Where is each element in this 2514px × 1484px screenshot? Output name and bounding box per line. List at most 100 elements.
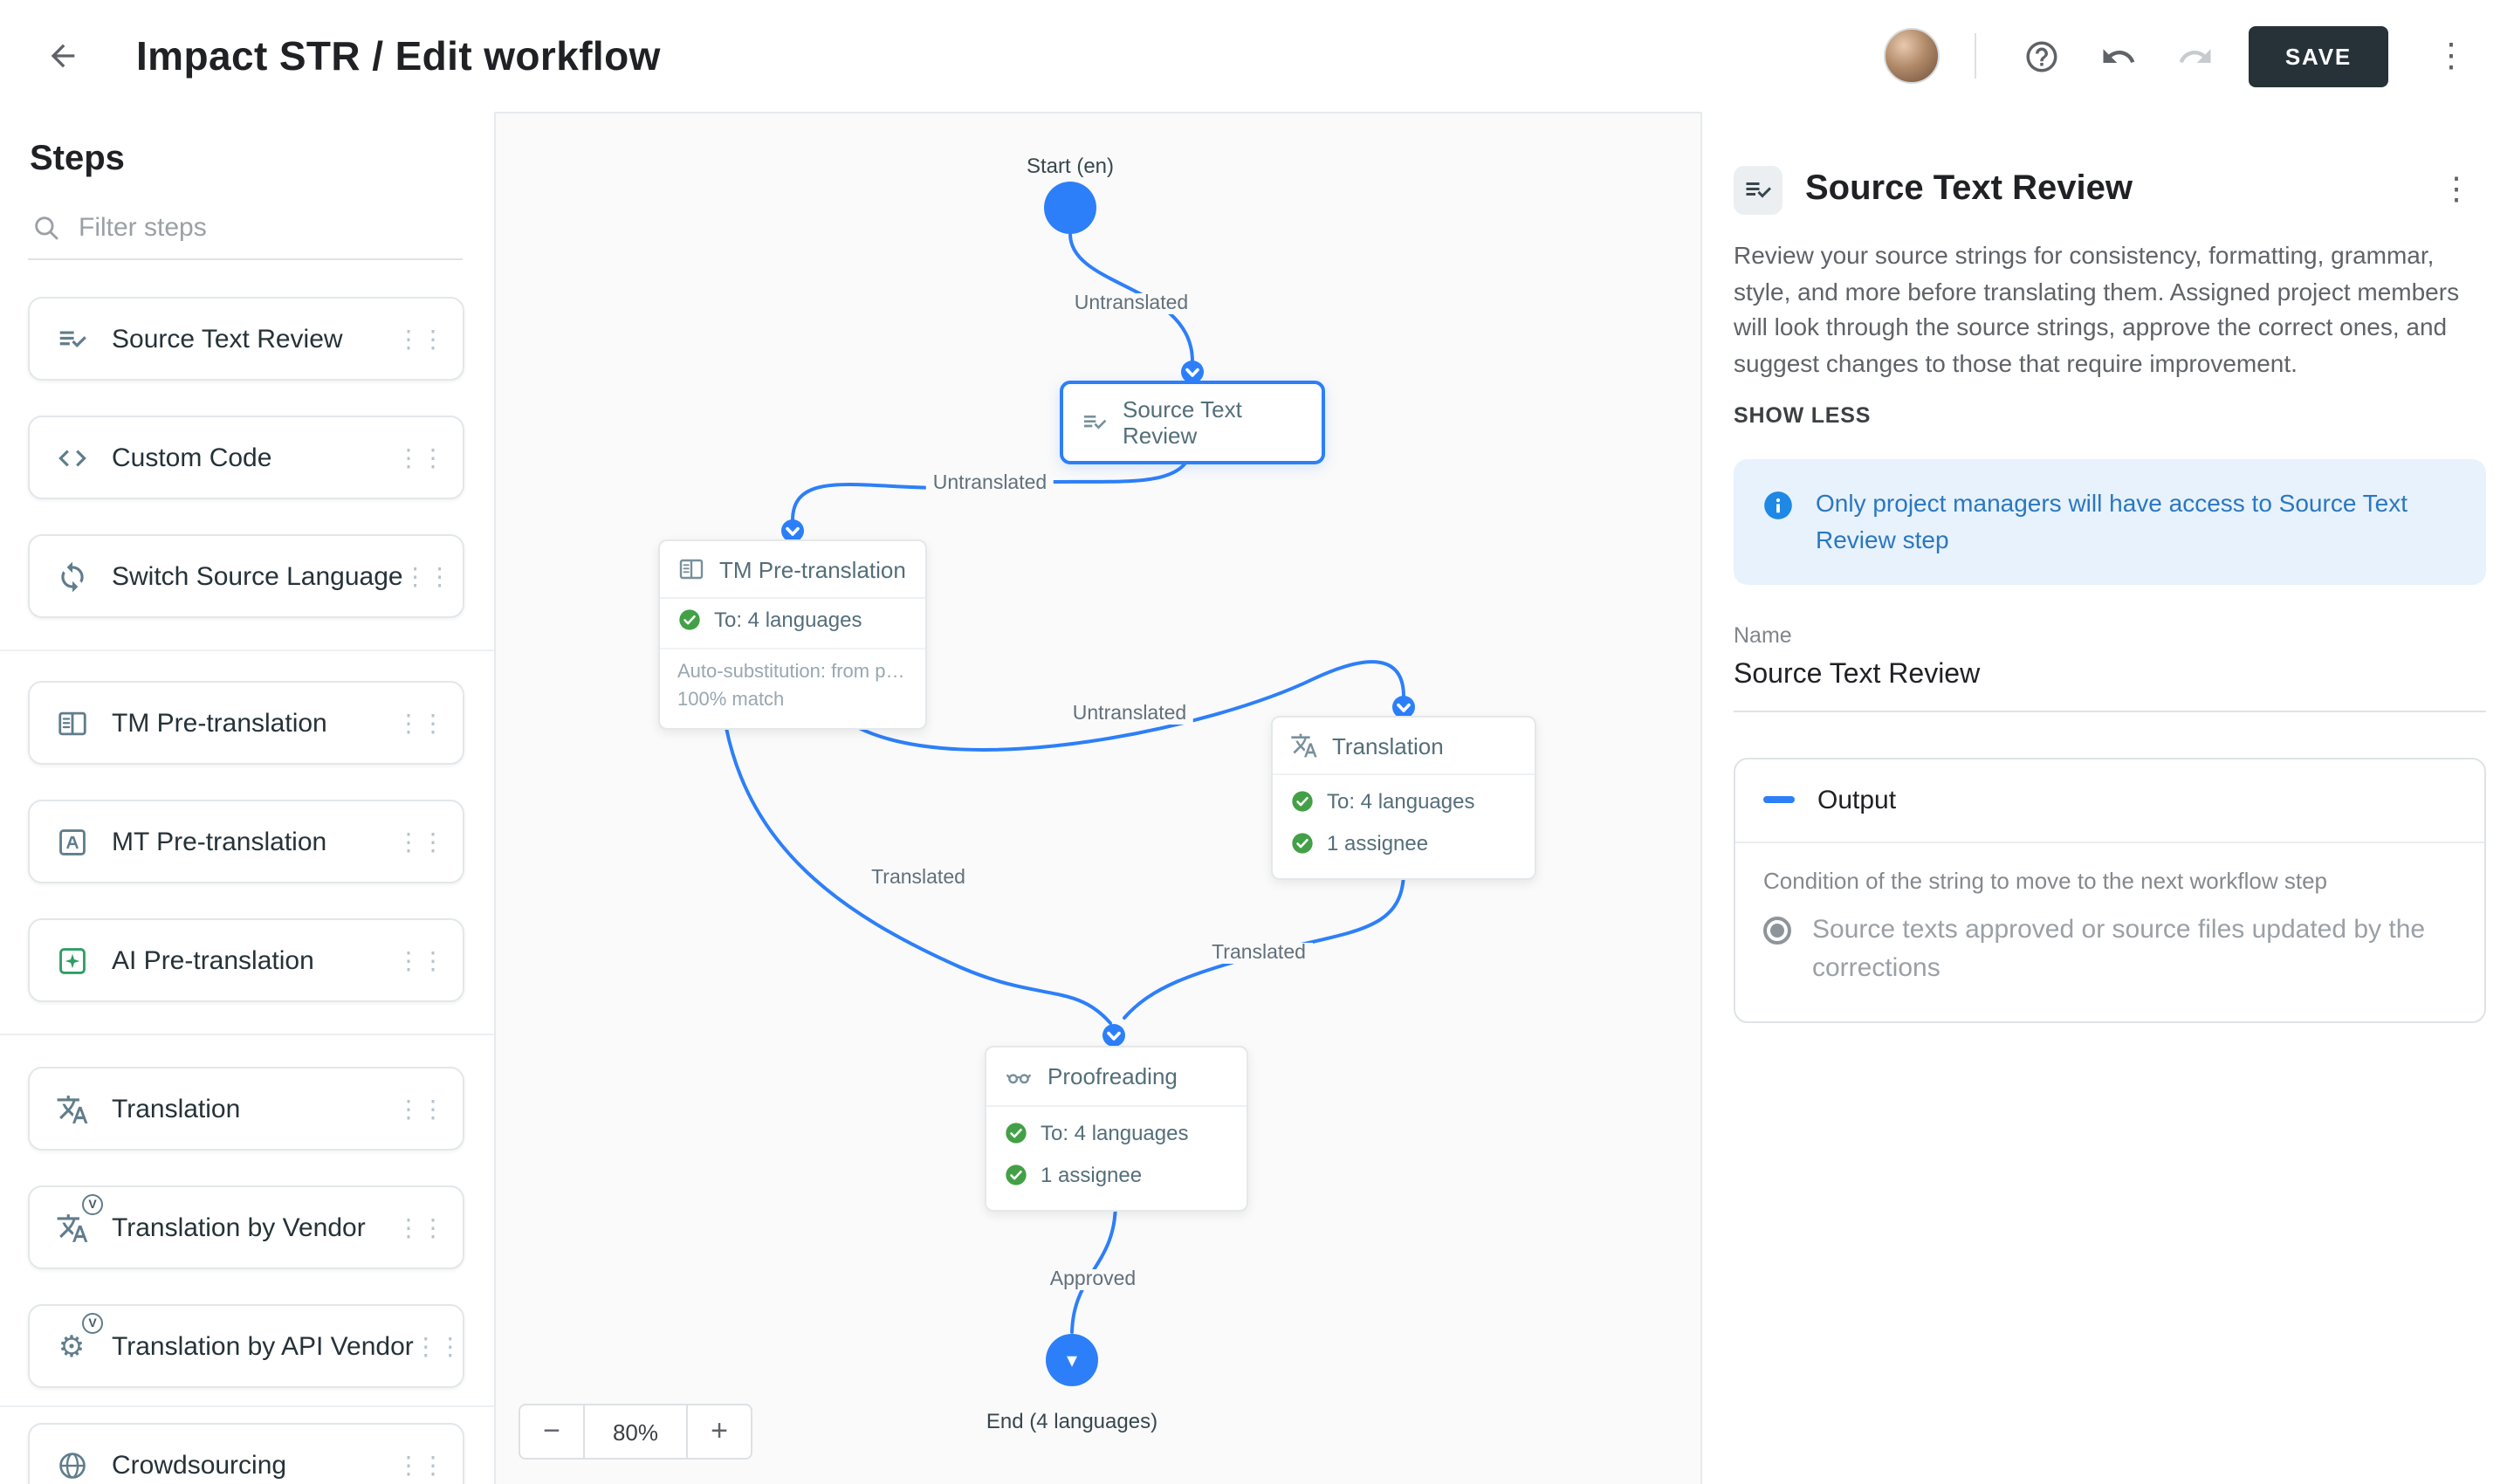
sidebar-item-translation-by-api-vendor[interactable]: ⚙V Translation by API Vendor ⋮⋮ <box>28 1304 464 1388</box>
topbar-divider <box>1974 33 1976 79</box>
sidebar-item-translation-by-vendor[interactable]: V Translation by Vendor ⋮⋮ <box>28 1185 464 1269</box>
start-node[interactable] <box>1044 182 1096 234</box>
zoom-out-button[interactable]: − <box>519 1404 585 1460</box>
list-check-icon <box>51 318 93 360</box>
drag-handle-icon[interactable]: ⋮⋮ <box>396 1451 445 1479</box>
zoom-level: 80% <box>585 1404 686 1460</box>
step-label: AI Pre-translation <box>112 945 314 975</box>
notice-text[interactable]: Only project managers will have access t… <box>1816 488 2408 553</box>
step-label: TM Pre-translation <box>112 708 327 738</box>
vendor-badge: V <box>82 1313 103 1334</box>
node-languages: To: 4 languages <box>1327 789 1475 814</box>
sidebar-title: Steps <box>30 140 125 178</box>
sidebar-item-source-text-review[interactable]: Source Text Review ⋮⋮ <box>28 297 464 381</box>
user-avatar[interactable] <box>1883 28 1940 84</box>
help-icon[interactable] <box>2011 24 2074 87</box>
globe-icon <box>51 1444 93 1484</box>
sidebar-item-custom-code[interactable]: Custom Code ⋮⋮ <box>28 416 464 499</box>
step-label: Translation by API Vendor <box>112 1331 414 1361</box>
drag-handle-icon[interactable]: ⋮⋮ <box>396 1095 445 1123</box>
inspector-kebab-icon[interactable]: ⋮ <box>2427 164 2486 215</box>
drag-handle-icon[interactable]: ⋮⋮ <box>396 325 445 353</box>
node-languages: To: 4 languages <box>714 608 862 632</box>
topbar-kebab-icon[interactable]: ⋮ <box>2420 24 2483 87</box>
edge-label: Untranslated <box>1067 293 1196 314</box>
workflow-canvas[interactable]: Untranslated Untranslated Untranslated T… <box>494 112 1702 1484</box>
node-match: 100% match <box>677 690 785 711</box>
step-label: Translation by Vendor <box>112 1213 366 1242</box>
step-label: Source Text Review <box>112 324 343 354</box>
node-title: Source Text Review <box>1123 396 1242 449</box>
node-translation[interactable]: Translation To: 4 languages 1 assignee <box>1271 716 1536 880</box>
translate-vendor-icon: V <box>51 1194 103 1248</box>
project-managers-notice: Only project managers will have access t… <box>1734 458 2486 585</box>
check-circle-icon <box>1004 1163 1028 1187</box>
edge-arrow-icon <box>781 361 1415 1047</box>
sidebar-item-mt-pre-translation[interactable]: MT Pre-translation ⋮⋮ <box>28 800 464 883</box>
sidebar-item-switch-source-language[interactable]: Switch Source Language ⋮⋮ <box>28 534 464 618</box>
sidebar-item-tm-pre-translation[interactable]: TM Pre-translation ⋮⋮ <box>28 681 464 765</box>
top-bar: Impact STR / Edit workflow SAVE ⋮ <box>0 0 2514 112</box>
save-button[interactable]: SAVE <box>2248 25 2388 86</box>
node-title: Translation <box>1332 732 1444 759</box>
undo-icon[interactable] <box>2088 24 2151 87</box>
edge-label: Approved <box>1042 1269 1144 1290</box>
step-label: Switch Source Language <box>112 561 403 591</box>
zoom-controls: − 80% + <box>519 1404 752 1460</box>
node-assignee: 1 assignee <box>1041 1163 1143 1187</box>
redo-icon[interactable] <box>2165 24 2228 87</box>
check-circle-icon <box>1290 789 1315 814</box>
drag-handle-icon[interactable]: ⋮⋮ <box>396 946 445 974</box>
check-circle-icon <box>677 608 702 632</box>
list-check-icon <box>1081 409 1109 436</box>
sidebar-item-ai-pre-translation[interactable]: AI Pre-translation ⋮⋮ <box>28 918 464 1002</box>
output-card: Output Condition of the string to move t… <box>1734 757 2486 1024</box>
ai-sparkle-icon <box>51 939 93 981</box>
step-description: Review your source strings for consisten… <box>1734 241 2460 378</box>
drag-handle-icon[interactable]: ⋮⋮ <box>396 828 445 855</box>
drag-handle-icon[interactable]: ⋮⋮ <box>402 562 452 590</box>
check-circle-icon <box>1290 831 1315 855</box>
sidebar-item-translation[interactable]: Translation ⋮⋮ <box>28 1067 464 1151</box>
output-condition-option: Source texts approved or source files up… <box>1812 914 2426 983</box>
node-proofreading[interactable]: Proofreading To: 4 languages 1 assignee <box>985 1046 1248 1212</box>
step-inspector-panel: Source Text Review ⋮ Review your source … <box>1702 112 2514 1484</box>
sidebar-group-divider <box>0 649 494 651</box>
filter-steps-field[interactable] <box>28 203 463 260</box>
output-icon <box>1763 796 1795 804</box>
show-less-link[interactable]: SHOW LESS <box>1734 402 1872 428</box>
sidebar-group-divider <box>0 1405 494 1407</box>
drag-handle-icon[interactable]: ⋮⋮ <box>396 443 445 471</box>
sidebar-group-divider <box>0 1034 494 1035</box>
back-button[interactable] <box>31 24 94 87</box>
zoom-in-button[interactable]: + <box>686 1404 752 1460</box>
node-assignee: 1 assignee <box>1327 831 1429 855</box>
step-label: Custom Code <box>112 443 272 472</box>
vendor-badge: V <box>82 1194 103 1215</box>
mt-icon <box>51 821 93 862</box>
node-auto-substitution: Auto-substitution: from proje… <box>677 662 925 683</box>
output-condition-radio[interactable] <box>1763 916 1791 945</box>
step-label: Translation <box>112 1094 241 1123</box>
edge-label: Untranslated <box>925 473 1054 494</box>
node-source-text-review[interactable]: Source Text Review <box>1060 381 1325 464</box>
glasses-icon <box>1004 1061 1034 1091</box>
end-node-label: End (4 languages) <box>986 1409 1158 1433</box>
check-circle-icon <box>1004 1121 1028 1145</box>
step-name-input[interactable] <box>1734 647 2486 712</box>
output-title: Output <box>1817 785 1897 815</box>
edge-label: Untranslated <box>1065 704 1194 725</box>
name-field-label: Name <box>1734 622 1792 648</box>
drag-handle-icon[interactable]: ⋮⋮ <box>396 1213 445 1241</box>
end-node[interactable]: ▾ <box>1046 1334 1098 1386</box>
drag-handle-icon[interactable]: ⋮⋮ <box>396 709 445 737</box>
drag-handle-icon[interactable]: ⋮⋮ <box>413 1332 463 1360</box>
node-tm-pre-translation[interactable]: TM Pre-translation To: 4 languages Auto-… <box>658 539 927 730</box>
sidebar-item-crowdsourcing[interactable]: Crowdsourcing ⋮⋮ <box>28 1423 464 1484</box>
edge-label: Translated <box>864 868 972 889</box>
filter-steps-input[interactable] <box>79 213 410 243</box>
inspector-title: Source Text Review <box>1805 169 2133 208</box>
search-icon <box>31 213 61 243</box>
tm-icon <box>51 702 93 744</box>
